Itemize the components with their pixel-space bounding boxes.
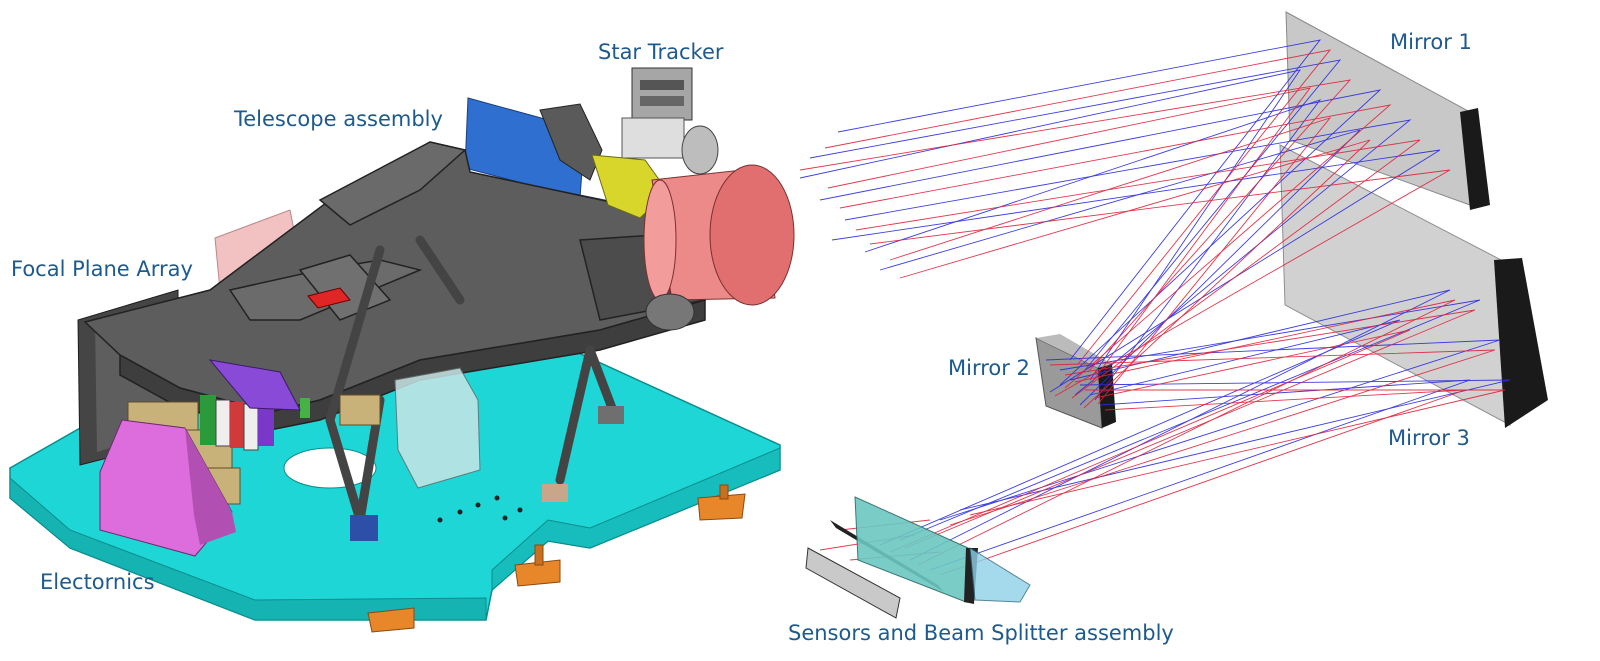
sensors-beam-splitter-model [805,496,1031,619]
label-telescope-assembly: Telescope assembly [234,107,443,131]
label-sensors-beam-splitter: Sensors and Beam Splitter assembly [788,621,1174,645]
mirror-1-model [1285,11,1490,210]
strut-feet [350,406,624,541]
label-focal-plane-array: Focal Plane Array [11,257,193,281]
electronics-box [99,419,236,557]
mirror-2-model [1035,334,1116,429]
translucent-box [394,367,481,489]
baffle-mount [645,293,695,331]
optical-layout [799,11,1548,619]
instrument-model [9,67,795,633]
red-mount [307,287,351,309]
label-mirror-1: Mirror 1 [1390,30,1472,54]
pink-baffle [643,164,795,306]
mirror-3-model [1279,144,1548,428]
purple-part [208,359,301,411]
label-mirror-3: Mirror 3 [1388,426,1470,450]
label-mirror-2: Mirror 2 [948,356,1030,380]
mounting-feet [367,484,746,633]
ray-bundle [799,39,1511,576]
star-tracker-model [621,67,719,175]
component-stack [200,395,310,451]
label-star-tracker: Star Tracker [598,40,724,64]
label-electronics: Electornics [40,570,155,594]
support-struts [325,235,617,525]
